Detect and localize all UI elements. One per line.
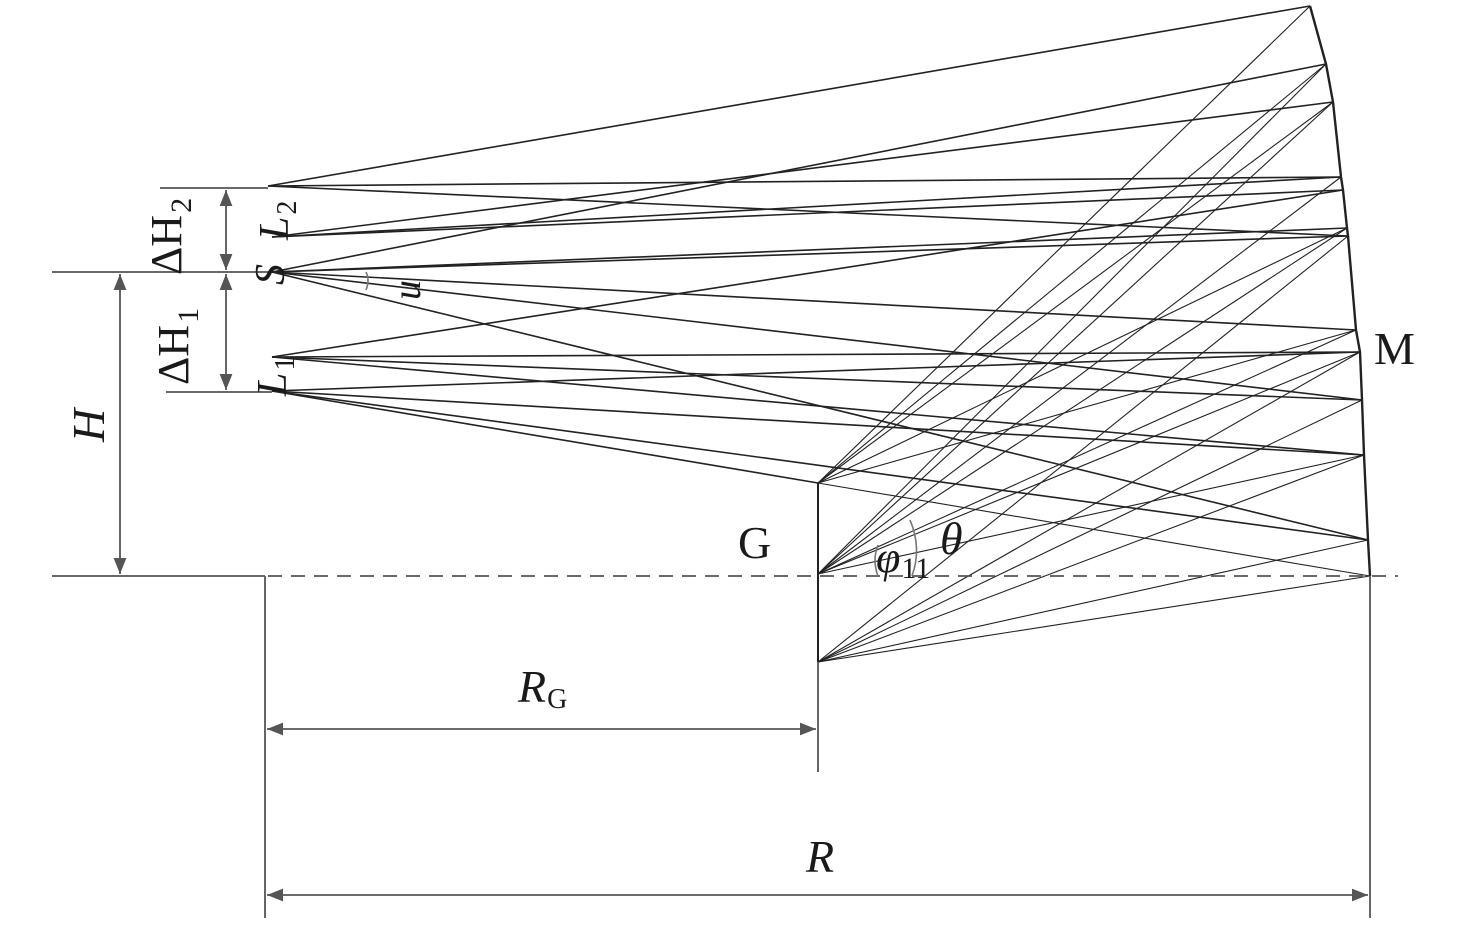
label-r: R [805,831,834,882]
ray-line [271,227,1348,273]
ray-line [271,356,1363,401]
ray-line [271,351,1361,358]
ray-line [271,63,1327,273]
ray-line [817,63,1327,484]
label-rg: RG [517,661,567,715]
label-phi: φ11 [876,533,930,585]
ray-line [271,390,1365,456]
ray-line [817,575,1371,663]
ray-line [271,351,1361,392]
ray-line [267,5,1311,187]
ray-line [271,271,1357,331]
ray-lines [267,5,1371,663]
ray-line [817,5,1311,484]
label-s: S [248,264,294,285]
label-theta: θ [940,513,963,564]
ray-line [817,101,1334,575]
label-u: u [384,280,429,300]
angle-u-arc [365,271,369,291]
ray-line [817,539,1369,663]
label-m: M [1374,323,1415,374]
angle-phi-arc [874,544,879,577]
ray-line [817,176,1342,575]
ray-line [267,185,1349,237]
angle-theta-arc [909,519,918,577]
ray-line [817,399,1363,663]
ray-line [817,454,1365,663]
ray-line [267,176,1342,187]
ray-line [817,454,1365,575]
ray-line [817,227,1348,575]
ray-line [817,351,1361,663]
ray-line [817,101,1334,484]
ray-line [271,189,1344,358]
ray-line [817,227,1348,484]
label-delta-h1: ΔH1 [149,308,205,385]
ray-line [271,390,819,484]
ray-line [817,329,1357,575]
ray-line [271,101,1334,238]
ray-line [271,271,1363,401]
label-l1: L1 [250,357,301,397]
label-g: G [738,517,771,568]
ray-line [271,176,1342,238]
label-h: H [63,406,114,443]
ray-line [271,235,1349,273]
ray-line [817,329,1357,484]
ray-line [271,390,1369,541]
label-delta-h2: ΔH2 [142,198,198,275]
ray-line [817,235,1349,663]
label-l2: L2 [252,201,303,241]
ray-line [817,351,1361,575]
ray-line [271,271,1369,541]
ray-line [817,63,1327,575]
mirror-m [1308,5,1372,577]
